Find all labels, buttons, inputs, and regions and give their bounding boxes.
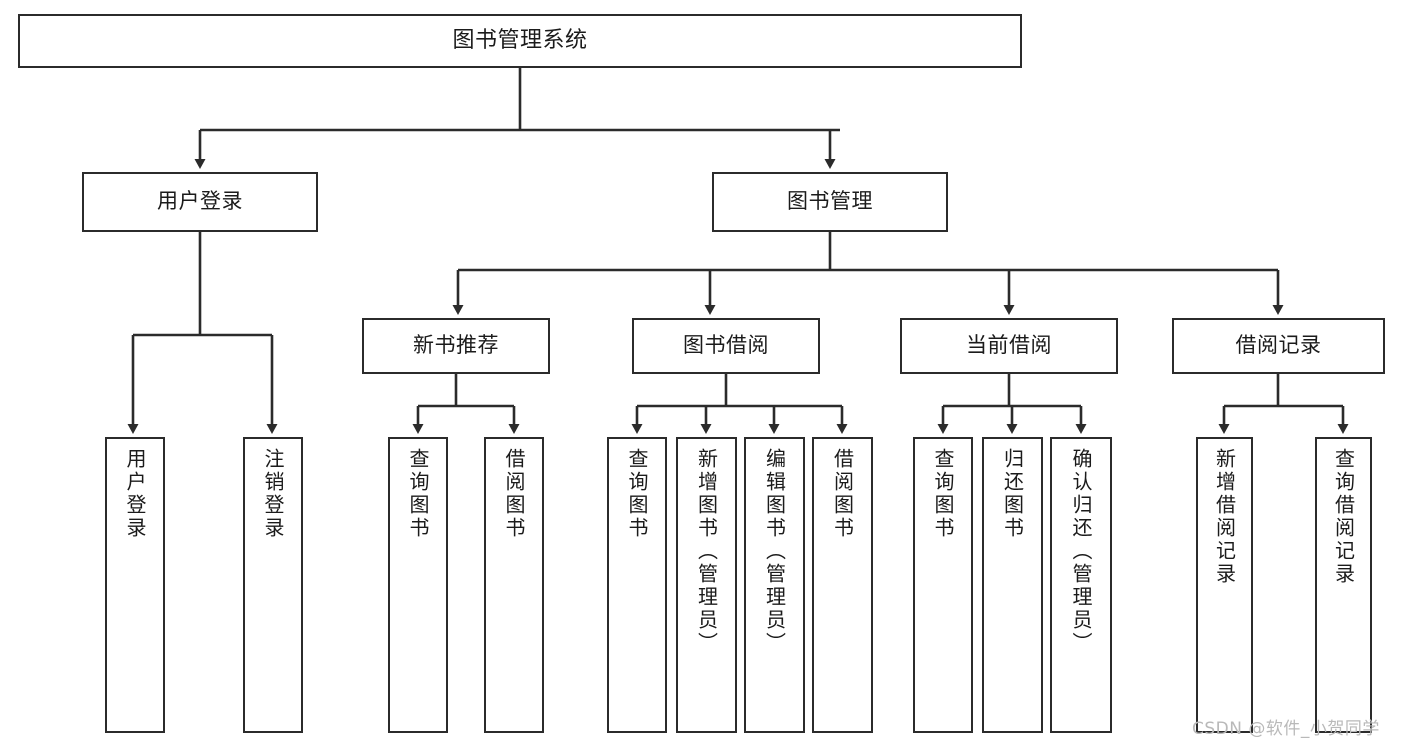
node-user-login[interactable]: 用户登录 <box>82 172 318 232</box>
node-label: 新增图书（管理员） <box>694 448 719 655</box>
leaf-logout[interactable]: 注销登录 <box>243 437 303 733</box>
node-new-book-recommend[interactable]: 新书推荐 <box>362 318 550 374</box>
node-current-borrow[interactable]: 当前借阅 <box>900 318 1118 374</box>
node-label: 用户登录 <box>123 448 147 540</box>
node-label: 当前借阅 <box>966 333 1052 358</box>
node-book-borrow[interactable]: 图书借阅 <box>632 318 820 374</box>
node-book-management[interactable]: 图书管理 <box>712 172 948 232</box>
leaf-query-book-current[interactable]: 查询图书 <box>913 437 973 733</box>
csdn-watermark: CSDN @软件_小贺同学 <box>1192 719 1380 739</box>
leaf-borrow-book-recommend[interactable]: 借阅图书 <box>484 437 544 733</box>
node-label: 查询图书 <box>931 448 955 540</box>
node-label: 新书推荐 <box>413 333 499 358</box>
node-label: 图书借阅 <box>683 333 769 358</box>
leaf-edit-book-admin[interactable]: 编辑图书（管理员） <box>744 437 805 733</box>
leaf-return-book[interactable]: 归还图书 <box>982 437 1043 733</box>
node-label: 新增借阅记录 <box>1212 448 1237 586</box>
node-label: 借阅图书 <box>830 448 855 540</box>
leaf-confirm-return-admin[interactable]: 确认归还（管理员） <box>1050 437 1112 733</box>
node-label: 查询借阅记录 <box>1331 448 1356 586</box>
node-label: 图书管理系统 <box>452 27 588 53</box>
leaf-add-book-admin[interactable]: 新增图书（管理员） <box>676 437 737 733</box>
node-label: 归还图书 <box>1000 448 1025 540</box>
node-borrow-record[interactable]: 借阅记录 <box>1172 318 1385 374</box>
leaf-user-login[interactable]: 用户登录 <box>105 437 165 733</box>
node-label: 确认归还（管理员） <box>1069 448 1093 655</box>
leaf-query-book-recommend[interactable]: 查询图书 <box>388 437 448 733</box>
node-label: 借阅图书 <box>502 448 526 540</box>
node-label: 查询图书 <box>406 448 430 540</box>
node-label: 图书管理 <box>787 189 873 214</box>
node-label: 注销登录 <box>261 448 285 540</box>
leaf-query-borrow-record[interactable]: 查询借阅记录 <box>1315 437 1372 733</box>
node-label: 编辑图书（管理员） <box>762 448 787 655</box>
node-label: 查询图书 <box>625 448 649 540</box>
leaf-borrow-book[interactable]: 借阅图书 <box>812 437 873 733</box>
node-label: 借阅记录 <box>1235 333 1322 358</box>
leaf-query-book-borrow[interactable]: 查询图书 <box>607 437 667 733</box>
node-label: 用户登录 <box>157 189 243 214</box>
leaf-add-borrow-record[interactable]: 新增借阅记录 <box>1196 437 1253 733</box>
node-root-system[interactable]: 图书管理系统 <box>18 14 1022 68</box>
